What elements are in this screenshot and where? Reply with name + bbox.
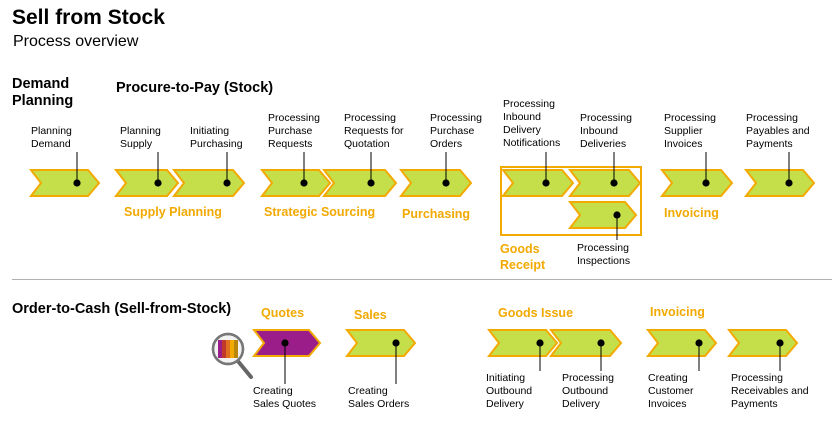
goods-receipt-box: [500, 166, 642, 236]
section-divider: [12, 279, 832, 280]
step-label-planning-demand: Planning Demand: [31, 125, 72, 150]
chevron-creating-sales-orders-dot: [392, 339, 400, 347]
chevron-creating-sales-orders: [344, 329, 417, 357]
group-strategic-sourcing: Strategic Sourcing: [264, 205, 376, 219]
chevron-processing-purchase-orders-dot: [442, 179, 450, 187]
chevron-planning-supply-dot: [154, 179, 162, 187]
chevron-processing-payables-and-payments: [743, 169, 816, 197]
step-label-creating-sales-orders: Creating Sales Orders: [348, 385, 410, 410]
section-procure-to-pay: Procure-to-Pay (Stock): [116, 80, 274, 96]
chevron-processing-requests-for-quotation-dot: [367, 179, 375, 187]
chevron-initiating-outbound-delivery-dot: [536, 339, 544, 347]
chevron-processing-supplier-invoices: [659, 169, 734, 197]
chevron-processing-outbound-delivery: [548, 329, 623, 357]
chevron-processing-purchase-requests-dot: [300, 179, 308, 187]
chevron-processing-outbound-delivery-dot: [597, 339, 605, 347]
step-label-initiating-purchasing: Initiating Purchasing: [190, 125, 243, 150]
chevron-initiating-purchasing-dot: [223, 179, 231, 187]
group-invoicing-p2p: Invoicing: [664, 206, 719, 220]
step-label-processing-purchase-requests: Processing Purchase Requests: [268, 112, 320, 150]
group-quotes: Quotes: [261, 306, 305, 320]
step-label-processing-payables-and-payments: Processing Payables and Payments: [746, 112, 810, 150]
chevron-processing-payables-and-payments-dot: [785, 179, 793, 187]
chevron-processing-inspections: [567, 201, 638, 229]
chevron-processing-inbound-delivery-notifications-dot: [542, 179, 550, 187]
step-label-creating-sales-quotes: Creating Sales Quotes: [253, 385, 317, 410]
chevron-processing-purchase-orders: [398, 169, 473, 197]
chevron-processing-inbound-deliveries-dot: [610, 179, 618, 187]
chevron-creating-sales-quotes-dot: [281, 339, 289, 347]
section-demand-planning: Demand Planning: [12, 76, 74, 109]
chevron-processing-receivables-and-payments-dot: [776, 339, 784, 347]
chevron-initiating-purchasing: [171, 169, 246, 197]
chevron-processing-receivables-and-payments: [726, 329, 799, 357]
chevron-processing-inspections-dot: [613, 211, 621, 219]
step-label-processing-inspections: Processing Inspections: [577, 242, 631, 267]
chevron-processing-purchase-requests: [259, 169, 332, 197]
chevron-creating-customer-invoices-dot: [695, 339, 703, 347]
step-label-processing-receivables-and-payments: Processing Receivables and Payments: [731, 372, 809, 410]
step-label-processing-requests-for-quotation: Processing Requests for Quotation: [344, 112, 404, 150]
chevron-planning-demand-dot: [73, 179, 81, 187]
group-sales: Sales: [354, 308, 387, 322]
chevron-planning-demand: [28, 169, 101, 197]
chevron-processing-requests-for-quotation: [321, 169, 398, 197]
chevron-processing-inbound-delivery-notifications: [500, 169, 575, 197]
group-goods-issue: Goods Issue: [498, 306, 574, 320]
group-invoicing-o2c: Invoicing: [650, 305, 705, 319]
step-label-processing-outbound-delivery: Processing Outbound Delivery: [562, 372, 614, 410]
group-purchasing: Purchasing: [402, 207, 471, 221]
step-label-processing-inbound-delivery-notifications: Processing Inbound Delivery Notification…: [503, 98, 561, 149]
step-label-initiating-outbound-delivery: Initiating Outbound Delivery: [486, 372, 533, 410]
step-label-planning-supply: Planning Supply: [120, 125, 161, 150]
chevron-processing-supplier-invoices-dot: [702, 179, 710, 187]
page-title: Sell from Stock: [12, 6, 165, 29]
step-label-processing-inbound-deliveries: Processing Inbound Deliveries: [580, 112, 632, 150]
step-label-processing-purchase-orders: Processing Purchase Orders: [430, 112, 482, 150]
page-subtitle: Process overview: [13, 33, 139, 50]
chevron-creating-customer-invoices: [645, 329, 718, 357]
section-order-to-cash: Order-to-Cash (Sell-from-Stock): [12, 301, 232, 317]
step-label-processing-supplier-invoices: Processing Supplier Invoices: [664, 112, 716, 150]
group-goods-receipt: Goods Receipt: [500, 242, 546, 272]
chevron-processing-inbound-deliveries: [567, 169, 642, 197]
group-supply-planning: Supply Planning: [124, 205, 222, 219]
step-label-creating-customer-invoices: Creating Customer Invoices: [648, 372, 694, 410]
magnifier-icon: [211, 332, 253, 379]
chevron-initiating-outbound-delivery: [486, 329, 559, 357]
chevron-planning-supply: [113, 169, 180, 197]
